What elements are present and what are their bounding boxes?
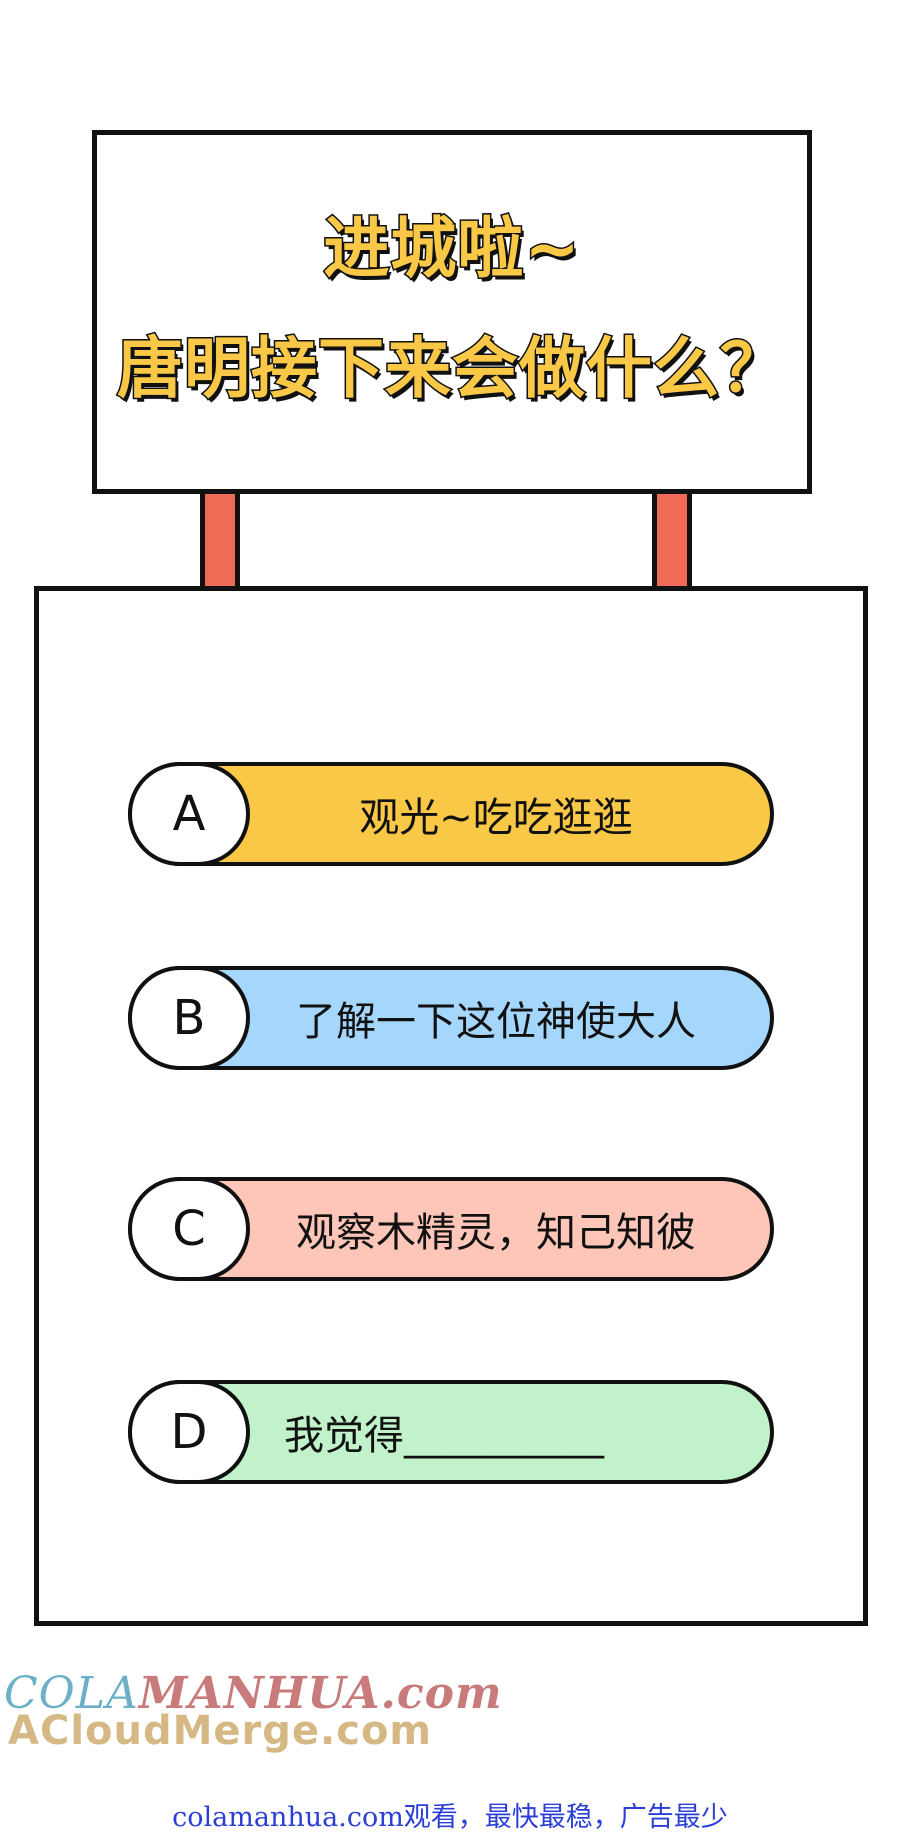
option-c-label: 观察木精灵，知己知彼 — [296, 1210, 696, 1256]
footer-notice[interactable]: colamanhua.com观看，最快最稳，广告最少 — [172, 1802, 728, 1833]
watermark-cola: COLA — [4, 1668, 139, 1719]
watermark-manhua: MANHUA.com — [138, 1668, 503, 1719]
sign-post-right — [652, 494, 692, 590]
option-d-label: 我觉得__________ — [284, 1413, 604, 1459]
option-b-letter: B — [128, 966, 250, 1070]
option-a-letter: A — [128, 762, 250, 866]
option-d-letter: D — [128, 1380, 250, 1484]
option-c-button[interactable]: C 观察木精灵，知己知彼 — [128, 1177, 774, 1281]
watermark-acloudmerge: ACloudMerge.com — [8, 1708, 433, 1754]
watermark-colamanhua: COLAMANHUA.com — [4, 1668, 503, 1719]
option-a-label: 观光~吃吃逛逛 — [359, 795, 633, 841]
option-c-letter: C — [128, 1177, 250, 1281]
sign-post-left — [200, 494, 240, 590]
option-b-button[interactable]: B 了解一下这位神使大人 — [128, 966, 774, 1070]
option-b-label: 了解一下这位神使大人 — [296, 999, 696, 1045]
title-line-2: 唐明接下来会做什么？ — [116, 329, 788, 409]
question-sign: 进城啦~ 唐明接下来会做什么？ — [92, 130, 812, 494]
title-line-1: 进城啦~ — [322, 209, 581, 289]
option-d-button[interactable]: D 我觉得__________ — [128, 1380, 774, 1484]
option-a-button[interactable]: A 观光~吃吃逛逛 — [128, 762, 774, 866]
